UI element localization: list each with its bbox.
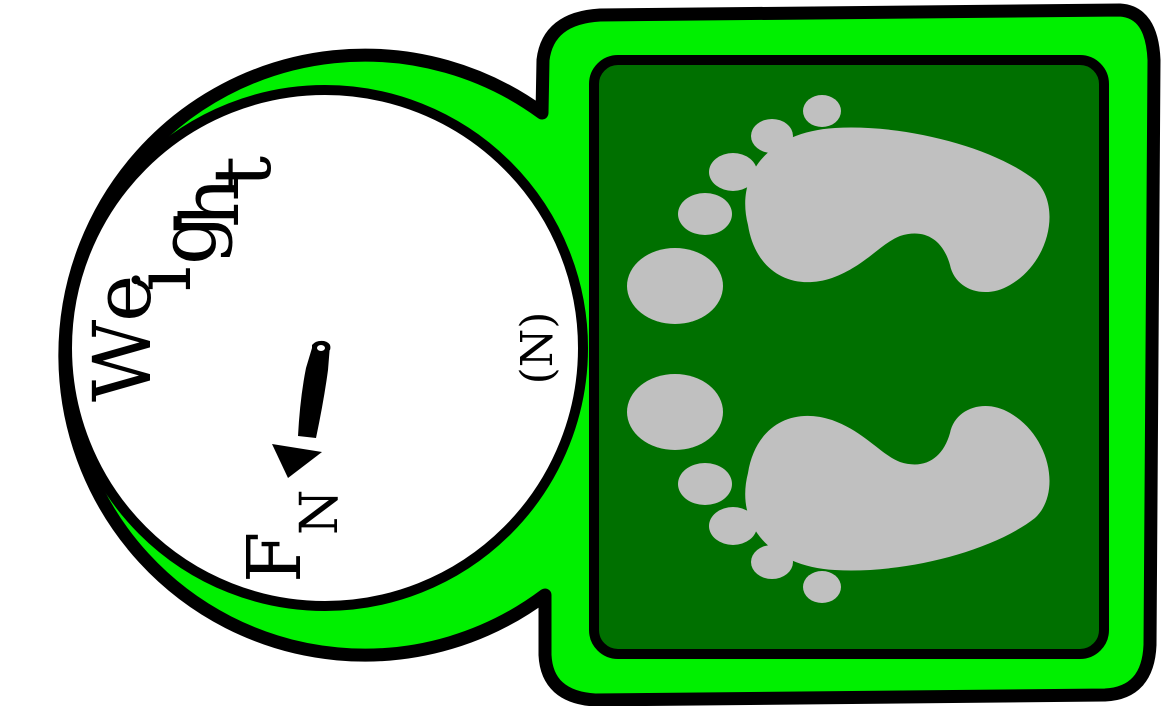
footprint-lower bbox=[627, 374, 1050, 603]
force-label: F N bbox=[232, 490, 350, 584]
toe-4-upper bbox=[751, 119, 793, 153]
toe-5-upper bbox=[803, 95, 841, 127]
weight-letter-t: t bbox=[196, 156, 289, 188]
foot-sole-lower bbox=[745, 405, 1050, 571]
needle-tip bbox=[272, 444, 322, 478]
weight-letter-h: h bbox=[164, 176, 257, 228]
weight-letter-i: i bbox=[116, 266, 209, 292]
foot-sole-upper bbox=[745, 127, 1050, 293]
needle-shaft bbox=[298, 345, 330, 438]
unit-label: (N) bbox=[512, 312, 563, 385]
dial: W e i g h t (N) F N bbox=[62, 85, 588, 611]
pointer-needle-icon bbox=[272, 340, 331, 478]
force-subscript: N bbox=[290, 490, 350, 536]
toe-3-lower bbox=[709, 507, 757, 545]
footprint-icon bbox=[627, 95, 1050, 603]
weight-letter-g: g bbox=[141, 214, 234, 265]
needle-pivot bbox=[317, 345, 325, 351]
force-letter: F bbox=[232, 532, 318, 583]
weight-letter-e: e bbox=[76, 275, 169, 322]
toe-big-lower bbox=[627, 374, 723, 450]
toe-2-upper bbox=[678, 193, 732, 235]
toe-5-lower bbox=[803, 571, 841, 603]
weight-letter-w: W bbox=[76, 320, 169, 402]
weight-label: W e i g h t bbox=[76, 156, 289, 402]
toe-big-upper bbox=[627, 248, 723, 324]
toe-2-lower bbox=[678, 463, 732, 505]
toe-4-lower bbox=[751, 545, 793, 579]
toe-3-upper bbox=[709, 153, 757, 191]
footprint-upper bbox=[627, 95, 1050, 324]
